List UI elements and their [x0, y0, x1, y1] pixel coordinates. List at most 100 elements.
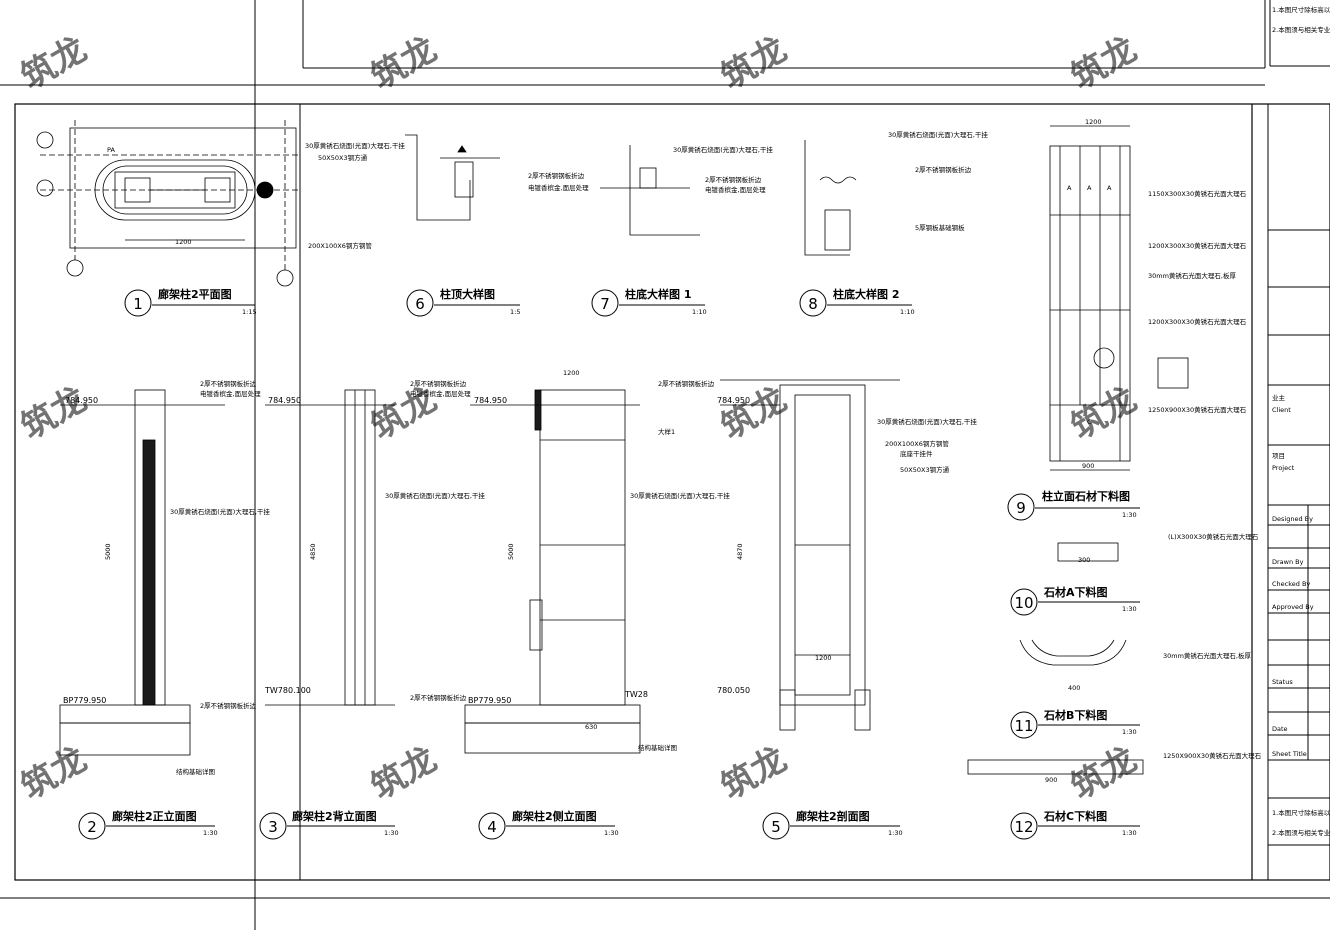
d8-note-stone: 30厚黄锈石烧面(光面)大理石,干挂: [888, 130, 988, 139]
dim-side-5000: 5000: [507, 543, 515, 560]
n5-steel: 200X100X6钢方钢管: [885, 439, 949, 448]
tb-sheet: Sheet Title: [1272, 750, 1307, 758]
title-marker-9: 9 柱立面石材下料图 1:30: [1007, 489, 1140, 521]
tb-client-cn: 业主: [1272, 393, 1286, 402]
elev-back-top: 784.950: [268, 396, 301, 405]
title-marker-12: 12 石材C下料图 1:30: [1010, 809, 1140, 840]
title-num-9: 9: [1016, 499, 1026, 517]
title-name-2: 廊架柱2正立面图: [112, 809, 197, 823]
d9-note-5: 1250X900X30黄锈石光面大理石: [1148, 405, 1247, 414]
title-name-6: 柱顶大样图: [440, 287, 495, 301]
tb-note-2: 2.本图须与相关专业图纸配合使用: [1272, 828, 1330, 837]
n3-paint: 电镀香槟金,面层处理: [410, 389, 471, 398]
d9-a-3: A: [1107, 184, 1112, 192]
title-scale-4: 1:30: [604, 829, 619, 837]
tb-client-en: Client: [1272, 406, 1291, 414]
d8-note-steel: 2厚不锈钢钢板折边: [915, 165, 972, 174]
watermark-3: 筑龙: [715, 29, 794, 98]
d9-a-1: A: [1067, 184, 1072, 192]
elev-section-base: 780.050: [717, 686, 750, 695]
title-name-11: 石材B下料图: [1043, 708, 1107, 722]
watermark-9: 筑龙: [15, 739, 94, 808]
dim-section-1200: 1200: [815, 654, 832, 662]
title-scale-9: 1:30: [1122, 511, 1137, 519]
title-num-1: 1: [133, 295, 143, 313]
title-num-12: 12: [1014, 818, 1033, 836]
d9-note-2: 1200X300X30黄锈石光面大理石: [1148, 241, 1247, 250]
d7-note-steel: 2厚不锈钢钢板折边: [705, 175, 762, 184]
title-marker-10: 10 石材A下料图 1:30: [1010, 585, 1140, 616]
watermark-8: 筑龙: [1065, 379, 1144, 448]
n4-stone: 30厚黄锈石烧面(光面)大理石,干挂: [630, 491, 730, 500]
elev-side-tw: TW28: [624, 690, 648, 699]
n5-tube: 50X50X3钢方通: [900, 465, 950, 474]
title-num-6: 6: [415, 295, 425, 313]
title-name-4: 廊架柱2侧立面图: [512, 809, 597, 823]
title-marker-7: 7 柱底大样图 1 1:10: [591, 287, 707, 317]
tb-designer: Designed By: [1272, 515, 1313, 523]
title-marker-2: 2 廊架柱2正立面图 1:30: [78, 809, 218, 840]
title-scale-11: 1:30: [1122, 728, 1137, 736]
detail-9-stone-layout: [1049, 125, 1189, 471]
title-scale-7: 1:10: [692, 308, 707, 316]
n4-steel: 2厚不锈钢钢板折边: [658, 379, 715, 388]
d6-note-paint: 电镀香槟金,面层处理: [528, 183, 589, 192]
title-name-12: 石材C下料图: [1043, 809, 1107, 823]
n3-steel: 2厚不锈钢钢板折边: [410, 379, 467, 388]
d7-note-stone: 30厚黄锈石烧面(光面)大理石,干挂: [673, 145, 773, 154]
d12-note: 1250X900X30黄锈石光面大理石: [1163, 751, 1262, 760]
title-marker-11: 11 石材B下料图 1:30: [1010, 708, 1140, 739]
watermark-2: 筑龙: [365, 29, 444, 98]
d11-note: 30mm黄锈石光面大理石,板厚: [1163, 651, 1252, 660]
elev-front-top: 784.950: [65, 396, 98, 405]
watermark-10: 筑龙: [365, 739, 444, 808]
title-scale-8: 1:10: [900, 308, 915, 316]
title-name-10: 石材A下料图: [1043, 585, 1108, 599]
d12-dim: 900: [1045, 776, 1057, 784]
elev-front-base: BP779.950: [63, 696, 106, 705]
tb-project-en: Project: [1272, 464, 1295, 472]
tb-checked: Checked By: [1272, 580, 1310, 588]
d9-c: C: [1087, 418, 1092, 426]
title-scale-12: 1:30: [1122, 829, 1137, 837]
d10-note: (L)X300X30黄锈石光面大理石: [1168, 532, 1259, 541]
plan-note-stone: 30厚黄锈石烧面(光面)大理石,干挂: [305, 141, 405, 150]
detail-4-side: [464, 389, 641, 754]
detail-8-base: [804, 140, 857, 256]
plan-label-pa: PA: [107, 146, 116, 154]
detail-5-section: [720, 379, 900, 731]
dim-side-1200: 1200: [563, 369, 580, 377]
n4-ref: 大样1: [658, 427, 675, 436]
d7-note-paint: 电镀香槟金,面层处理: [705, 185, 766, 194]
title-num-2: 2: [87, 818, 97, 836]
title-num-8: 8: [808, 295, 818, 313]
dim-section-4870: 4870: [736, 543, 744, 560]
detail-10-12-pieces: [967, 542, 1144, 775]
d9-note-3: 30mm黄锈石光面大理石,板厚: [1148, 271, 1237, 280]
title-num-3: 3: [268, 818, 278, 836]
title-marker-4: 4 廊架柱2侧立面图 1:30: [478, 809, 619, 840]
n3-steel-b: 2厚不锈钢钢板折边: [410, 693, 467, 702]
elev-side-top: 784.950: [474, 396, 507, 405]
n2-steel-b: 2厚不锈钢钢板折边: [200, 701, 257, 710]
dim-side-630: 630: [585, 723, 597, 731]
elev-section-top: 784.950: [717, 396, 750, 405]
d8-note-plate: 5厚钢板基础钢板: [915, 223, 965, 232]
detail-3-back: [265, 389, 395, 706]
plan-note-steel: 200X100X6钢方钢管: [308, 241, 372, 250]
title-marker-1: 1 廊架柱2平面图 1:15: [124, 287, 257, 317]
watermark-4: 筑龙: [1065, 29, 1144, 98]
n2-foundation: 结构基础详图: [176, 767, 215, 776]
title-marker-3: 3 廊架柱2背立面图 1:30: [259, 809, 399, 840]
tb-approved: Approved By: [1272, 603, 1314, 611]
dim-back-4850: 4850: [309, 543, 317, 560]
title-scale-3: 1:30: [384, 829, 399, 837]
n2-steel: 2厚不锈钢钢板折边: [200, 379, 257, 388]
plan-dim-1200: 1200: [175, 238, 192, 246]
n5-stone: 30厚黄锈石烧面(光面)大理石,干挂: [877, 417, 977, 426]
title-scale-6: 1:5: [510, 308, 520, 316]
d9-note-1: 1150X300X30黄锈石光面大理石: [1148, 189, 1247, 198]
n3-stone: 30厚黄锈石烧面(光面)大理石,干挂: [385, 491, 485, 500]
dim-front-5000: 5000: [104, 543, 112, 560]
